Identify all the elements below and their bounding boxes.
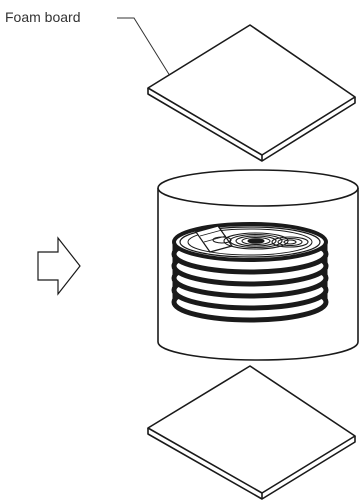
bottom-foam-board [147, 365, 356, 500]
foam-board-label: Foam board [5, 9, 80, 25]
right-arrow-icon [37, 236, 81, 296]
disc-top [172, 222, 328, 262]
disc-hub-icon [212, 232, 309, 250]
top-foam-board [147, 24, 356, 162]
disc-stack [171, 222, 329, 323]
